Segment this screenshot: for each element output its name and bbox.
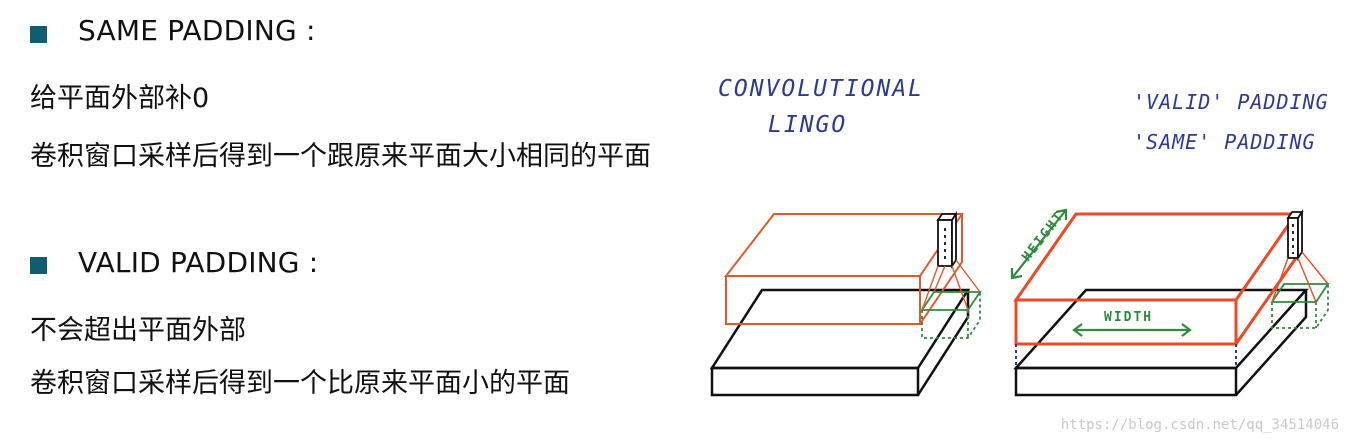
valid-padding-line1: 不会超出平面外部 [30, 315, 246, 346]
valid-bullet-icon [30, 257, 47, 274]
width-arrow [1072, 323, 1192, 337]
height-arrow [1010, 208, 1068, 280]
valid-kernel-rays [921, 259, 981, 311]
same-padding-sketch-label: 'SAME' PADDING [1133, 130, 1316, 154]
padding-diagram: HEIGHT WIDTH [709, 208, 1330, 397]
same-kernel-rays [1271, 251, 1329, 303]
valid-padding-heading: VALID PADDING : [78, 246, 319, 279]
width-label: WIDTH [1104, 310, 1153, 325]
valid-padding-sketch-label: 'VALID' PADDING [1133, 90, 1329, 114]
same-padding-heading: SAME PADDING : [78, 14, 316, 47]
same-output-box [1013, 212, 1299, 346]
same-padding-connectors [1015, 344, 1237, 368]
valid-base-plate [709, 288, 971, 397]
watermark: https://blog.csdn.net/qq_34514046 [1060, 417, 1339, 433]
convolutional-label: CONVOLUTIONAL [718, 76, 925, 102]
lingo-label: LINGO [768, 112, 848, 138]
valid-padding-line2: 卷积窗口采样后得到一个比原来平面小的平面 [30, 368, 570, 399]
valid-output-box [723, 213, 964, 325]
same-base-plate [1013, 288, 1309, 397]
same-kernel-column [1286, 209, 1304, 261]
same-bullet-icon [30, 26, 47, 43]
same-padding-line1: 给平面外部补0 [30, 83, 210, 114]
valid-kernel-column [936, 211, 958, 269]
same-padding-line2: 卷积窗口采样后得到一个跟原来平面大小相同的平面 [30, 141, 651, 172]
